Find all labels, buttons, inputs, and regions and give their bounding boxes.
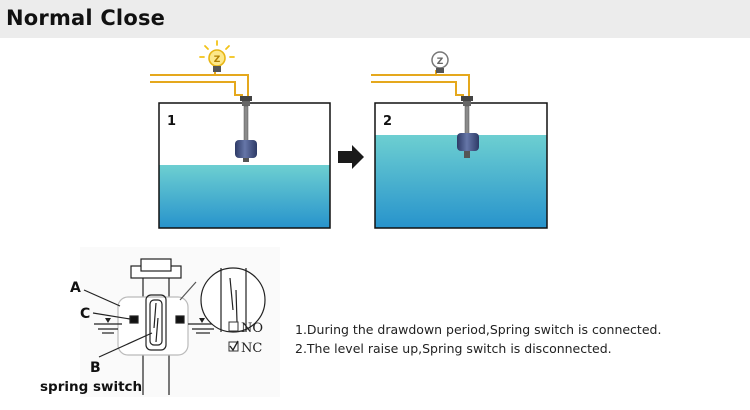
float-switch-2 [457,96,479,158]
nc-label: NC [241,341,262,356]
panel-1: Z 1 [150,40,331,229]
panel-2-number: 2 [383,114,392,129]
arrow-right-icon [338,145,364,169]
header-bar: Normal Close [0,0,750,38]
label-c: C [80,306,90,322]
water-level-low [159,165,330,228]
description-1: 1.During the drawdown period,Spring swit… [295,322,662,337]
nc-checkbox [228,340,239,352]
description-2: 2.The level raise up,Spring switch is di… [295,341,612,356]
bulb-off-icon: Z [431,51,449,73]
bulb-on-icon: Z [199,40,235,72]
no-label: NO [241,321,263,336]
wire-2 [371,70,470,98]
float-switch-1 [235,96,257,162]
panel-2: Z 2 [371,51,548,229]
wire-1 [150,70,249,98]
tank-2 [374,102,548,229]
spring-switch-diagram [80,247,280,397]
page-title: Normal Close [6,6,166,30]
svg-text:Z: Z [437,57,444,67]
svg-text:Z: Z [214,55,221,65]
spring-switch-label: spring switch [40,379,142,395]
label-b: B [90,360,101,376]
no-checkbox [228,321,239,332]
panel-1-number: 1 [167,114,176,129]
label-a: A [70,280,81,296]
